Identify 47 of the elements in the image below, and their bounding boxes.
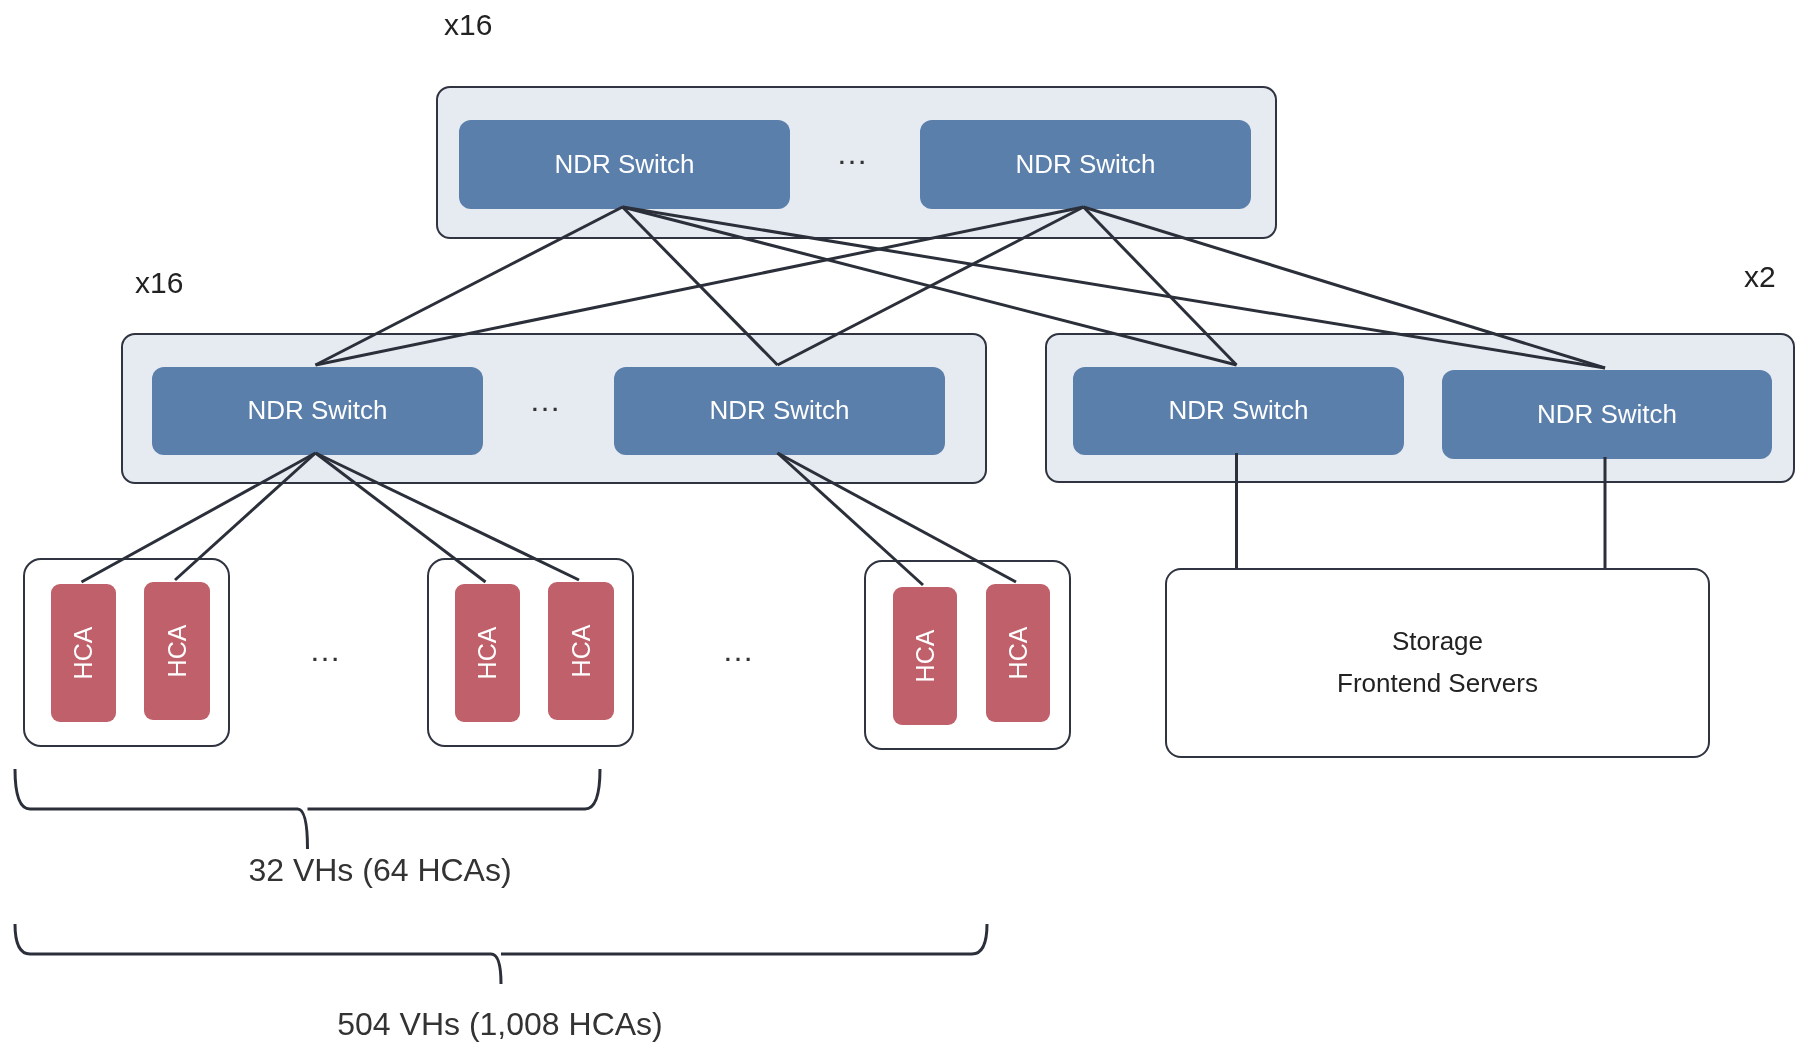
node-label: Storage Frontend Servers <box>1336 625 1539 700</box>
connector-line <box>315 205 1084 367</box>
node-label: HCA <box>162 624 192 678</box>
switch-box <box>614 367 945 455</box>
ellipsis: … <box>308 632 342 669</box>
node-label: NDR Switch <box>554 147 695 181</box>
hca-card <box>893 587 957 725</box>
node-label: NDR Switch <box>247 394 388 428</box>
hca-card <box>548 582 614 720</box>
server-box <box>427 558 634 747</box>
connector-line <box>1083 205 1606 370</box>
connector-line <box>1235 453 1238 568</box>
switch-box <box>152 367 483 455</box>
count-label: 504 VHs (1,008 HCAs) <box>336 1006 664 1043</box>
switch-box <box>920 120 1251 209</box>
switch-box <box>1442 370 1772 459</box>
node-label: NDR Switch <box>1536 397 1678 431</box>
node-label: HCA <box>68 626 99 680</box>
multiplier-label: x16 <box>444 8 493 42</box>
node-label: NDR Switch <box>1015 147 1156 181</box>
ellipsis: … <box>528 382 562 419</box>
switch-box <box>459 120 790 209</box>
node-label: HCA <box>910 629 940 683</box>
node-label: HCA <box>472 626 503 680</box>
multiplier-label: x2 <box>1744 260 1776 294</box>
multiplier-label: x16 <box>135 266 184 300</box>
connector-line <box>776 451 1017 584</box>
connector-line <box>776 205 1085 367</box>
node-label: NDR Switch <box>1168 394 1309 428</box>
count-label: 32 VHs (64 HCAs) <box>247 852 513 889</box>
ellipsis: … <box>835 135 869 172</box>
storage-box <box>1165 568 1710 758</box>
connector-line <box>314 451 580 582</box>
connector-line <box>174 451 317 582</box>
node-label: HCA <box>1003 626 1033 680</box>
server-box <box>23 558 230 747</box>
hca-card <box>455 584 520 722</box>
connector-line <box>1603 457 1607 568</box>
switch-box <box>1073 367 1404 455</box>
connector-line <box>80 451 317 584</box>
hca-card <box>144 582 210 720</box>
hca-card <box>51 584 116 722</box>
node-label: HCA <box>566 624 596 678</box>
hca-card <box>986 584 1050 722</box>
node-label: NDR Switch <box>709 394 850 428</box>
server-box <box>864 560 1071 750</box>
ellipsis: … <box>721 632 755 669</box>
